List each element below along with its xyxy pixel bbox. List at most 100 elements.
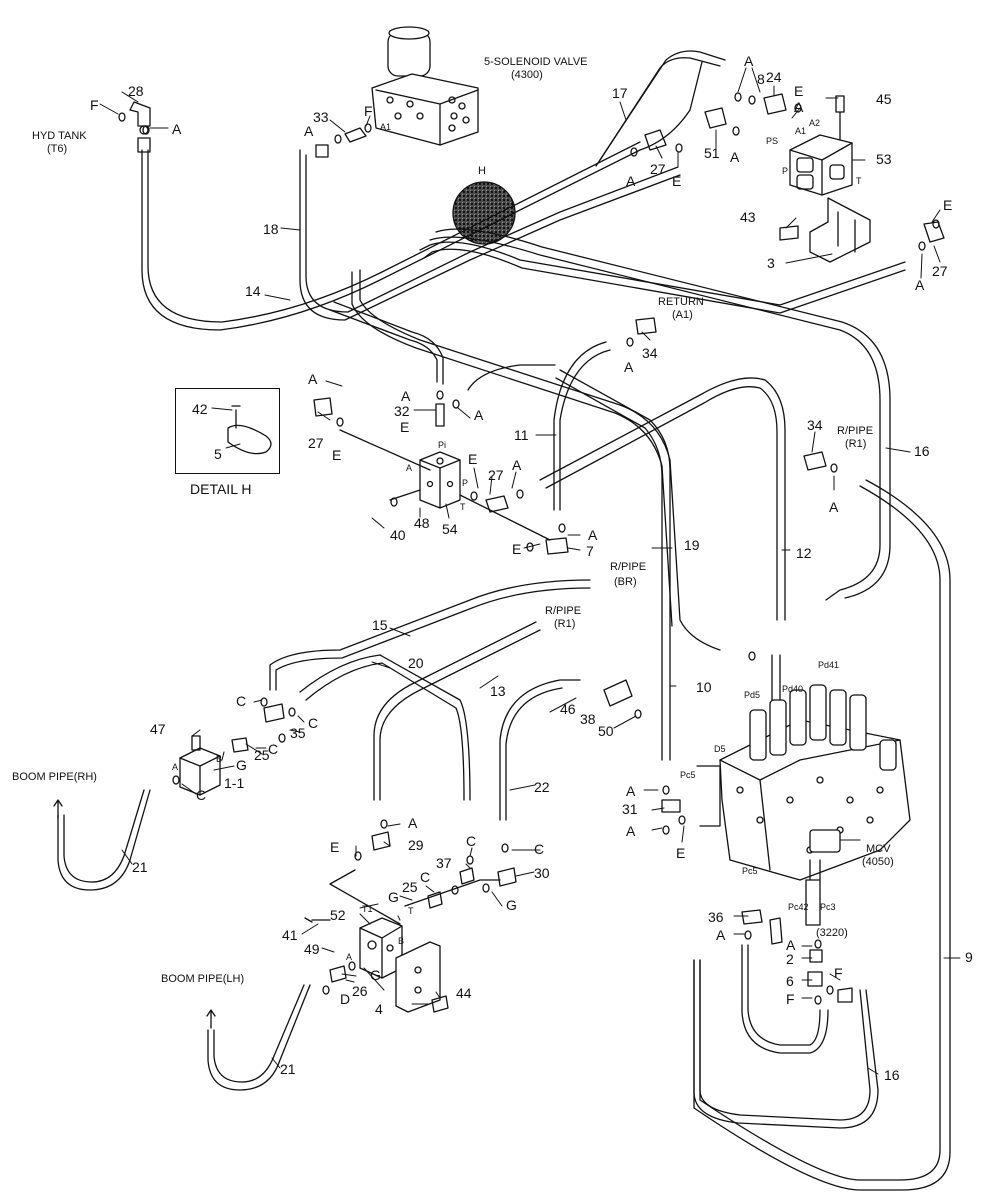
callout: T1 xyxy=(362,904,373,914)
callout: 22 xyxy=(534,779,550,795)
callout: 42 xyxy=(192,401,208,417)
callout: E xyxy=(332,447,342,463)
block-52 xyxy=(329,869,501,1013)
solenoid-valve-code: (4300) xyxy=(511,69,543,81)
callout: 48 xyxy=(414,515,430,531)
fittings xyxy=(53,93,945,1029)
callout: A xyxy=(626,823,636,839)
callout: 27 xyxy=(488,467,504,483)
callout: Pc3 xyxy=(820,902,836,912)
callout: 46 xyxy=(560,701,576,717)
rpipe-r1-lower-label: R/PIPE xyxy=(545,605,582,617)
callout: A xyxy=(915,277,925,293)
callout: Pd41 xyxy=(818,660,840,670)
rpipe-br-code: (BR) xyxy=(614,576,637,588)
callout: 1-1 xyxy=(224,775,245,791)
callout: 13 xyxy=(490,683,506,699)
callout: A xyxy=(172,762,179,772)
callout: A xyxy=(408,815,418,831)
callout: 37 xyxy=(436,855,452,871)
callout: 43 xyxy=(740,209,756,225)
callout: 34 xyxy=(642,345,658,361)
callout: 32 xyxy=(394,403,410,419)
rpipe-r1-upper-label: R/PIPE xyxy=(837,425,874,437)
callout: 14 xyxy=(245,283,261,299)
callout: T xyxy=(460,502,466,512)
rpipe-br-label: R/PIPE xyxy=(610,561,647,573)
callout: 31 xyxy=(622,801,638,817)
mcv-body xyxy=(696,654,911,926)
hoses xyxy=(57,50,951,1191)
callout: E xyxy=(672,173,682,189)
callout: A xyxy=(794,99,804,115)
callout: A xyxy=(474,407,484,423)
callout: C xyxy=(196,787,207,803)
callout: Pc5 xyxy=(680,770,696,780)
callout: D xyxy=(340,991,351,1007)
rpipe-r1-upper-code: (R1) xyxy=(845,438,867,450)
callout: A xyxy=(406,463,413,473)
callout: Pd40 xyxy=(782,684,804,694)
callout: 28 xyxy=(128,83,144,99)
callout: G xyxy=(506,897,517,913)
callout: A xyxy=(626,783,636,799)
callout: 4 xyxy=(375,1001,383,1017)
callout: A xyxy=(624,359,634,375)
detail-h-box xyxy=(175,388,280,474)
callout: 29 xyxy=(408,837,424,853)
callout: E xyxy=(676,845,686,861)
code-3220: (3220) xyxy=(816,927,848,939)
callout: E xyxy=(330,839,340,855)
callout: C xyxy=(268,741,279,757)
callout: 40 xyxy=(390,527,406,543)
callout: 16 xyxy=(914,443,930,459)
rpipe-r1-lower-code: (R1) xyxy=(554,618,576,630)
callout: 52 xyxy=(330,907,346,923)
callout: 25 xyxy=(402,879,418,895)
callout: 7 xyxy=(586,543,594,559)
callout: 20 xyxy=(408,655,424,671)
callout: A xyxy=(829,499,839,515)
callout: C xyxy=(236,693,247,709)
bracket-3 xyxy=(809,197,871,263)
return-code: (A1) xyxy=(672,309,693,321)
callout: E xyxy=(400,419,410,435)
callout: P xyxy=(782,166,789,176)
callout: A xyxy=(401,388,411,404)
callout: F xyxy=(90,97,99,113)
hyd-tank-label: HYD TANK xyxy=(32,130,87,142)
callout: 5 xyxy=(214,446,222,462)
callout: 17 xyxy=(612,85,628,101)
callout: B xyxy=(398,936,405,946)
callout: C xyxy=(534,841,545,857)
callout: A xyxy=(626,173,636,189)
callout: 6 xyxy=(786,973,794,989)
callout: T xyxy=(856,176,862,186)
callout: B xyxy=(216,754,223,764)
callout: E xyxy=(512,541,522,557)
callout: Pi xyxy=(438,440,447,450)
circle-h-label: H xyxy=(478,165,486,177)
callout: A xyxy=(512,457,522,473)
callout: 21 xyxy=(280,1061,296,1077)
callout: 44 xyxy=(456,985,472,1001)
callout: 16 xyxy=(884,1067,900,1083)
callout: 27 xyxy=(932,263,948,279)
callout: A xyxy=(304,123,314,139)
hyd-tank-code: (T6) xyxy=(47,143,68,155)
solenoid-valve xyxy=(371,26,479,146)
callout: 54 xyxy=(442,521,458,537)
callout: A xyxy=(744,53,754,69)
callout: 30 xyxy=(534,865,550,881)
callout: Pc42 xyxy=(788,902,809,912)
block-1-1 xyxy=(179,735,221,796)
callout: 50 xyxy=(598,723,614,739)
callout: G xyxy=(370,967,381,983)
leader-lines xyxy=(99,67,961,1075)
callout: C xyxy=(308,715,319,731)
callout: 45 xyxy=(876,91,892,107)
callout: E xyxy=(468,451,478,467)
callout: G xyxy=(388,889,399,905)
callout: 19 xyxy=(684,537,700,553)
